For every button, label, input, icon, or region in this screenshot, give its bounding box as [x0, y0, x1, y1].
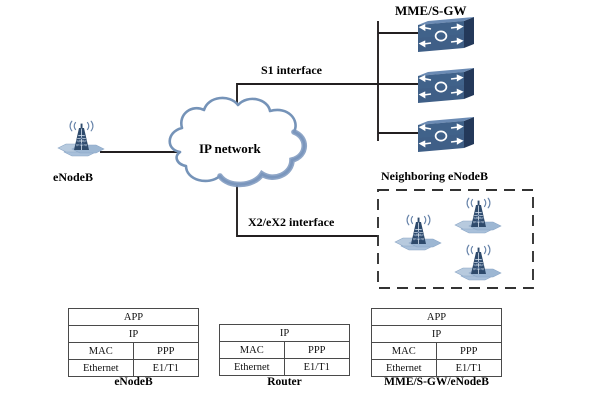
- neighboring-enodeb-box: [377, 189, 534, 289]
- stack-cell: E1/T1: [152, 362, 179, 374]
- stack-row: IP: [69, 326, 198, 343]
- stack-row: MAC PPP: [372, 343, 501, 360]
- stack-cell: IP: [128, 328, 139, 340]
- stack-row: Ethernet E1/T1: [69, 360, 198, 376]
- stack-row: Ethernet E1/T1: [372, 360, 501, 376]
- stack-row: APP: [69, 309, 198, 326]
- s1-interface-label: S1 interface: [261, 63, 322, 77]
- link-cloud-to-x2-box: [236, 178, 378, 237]
- neighboring-enodeb-label: Neighboring eNodeB: [381, 169, 489, 183]
- stack-cell: PPP: [156, 345, 175, 357]
- neighbor-tower-1: [394, 214, 442, 251]
- neighbor-tower-2: [454, 197, 502, 234]
- stack-row: MAC PPP: [220, 342, 349, 359]
- stack-cell: IP: [431, 328, 442, 340]
- mme-sgw-device-2: [417, 67, 475, 104]
- stack-cell: E1/T1: [455, 362, 482, 374]
- stack-cell: APP: [123, 311, 144, 323]
- neighbor-tower-3: [454, 244, 502, 281]
- stack-row: MAC PPP: [69, 343, 198, 360]
- router-stack: IP MAC PPP Ethernet E1/T1: [219, 324, 350, 376]
- stack-cell: MAC: [69, 343, 134, 359]
- mme-sgw-device-1: [417, 16, 475, 53]
- enodeb-stack: APP IP MAC PPP Ethernet E1/T1: [68, 308, 199, 377]
- enodeb-left-tower: [57, 120, 105, 157]
- router-stack-caption: Router: [267, 376, 302, 388]
- x2-interface-label: X2/eX2 interface: [248, 215, 335, 229]
- stack-cell: Ethernet: [220, 359, 285, 375]
- enodeb-label: eNodeB: [53, 170, 93, 184]
- enodeb-stack-caption: eNodeB: [114, 376, 153, 388]
- stack-cell: PPP: [459, 345, 478, 357]
- ip-network-label: IP network: [199, 141, 261, 156]
- ip-network-cloud: [168, 96, 308, 188]
- stack-row: IP: [220, 325, 349, 342]
- mme-sgw-device-3: [417, 116, 475, 153]
- stack-cell: E1/T1: [303, 361, 330, 373]
- stack-cell: APP: [426, 311, 447, 323]
- stack-cell: MAC: [220, 342, 285, 358]
- mme-sgw-enodeb-stack-caption: MME/S-GW/eNodeB: [384, 376, 489, 388]
- stack-row: Ethernet E1/T1: [220, 359, 349, 375]
- stack-cell: IP: [279, 327, 290, 339]
- stack-cell: MAC: [372, 343, 437, 359]
- stack-cell: Ethernet: [372, 360, 437, 376]
- stack-row: IP: [372, 326, 501, 343]
- stack-row: APP: [372, 309, 501, 326]
- stack-cell: Ethernet: [69, 360, 134, 376]
- stack-cell: PPP: [307, 344, 326, 356]
- mme-sgw-label: MME/S-GW: [395, 3, 467, 18]
- mme-sgw-enodeb-stack: APP IP MAC PPP Ethernet E1/T1: [371, 308, 502, 377]
